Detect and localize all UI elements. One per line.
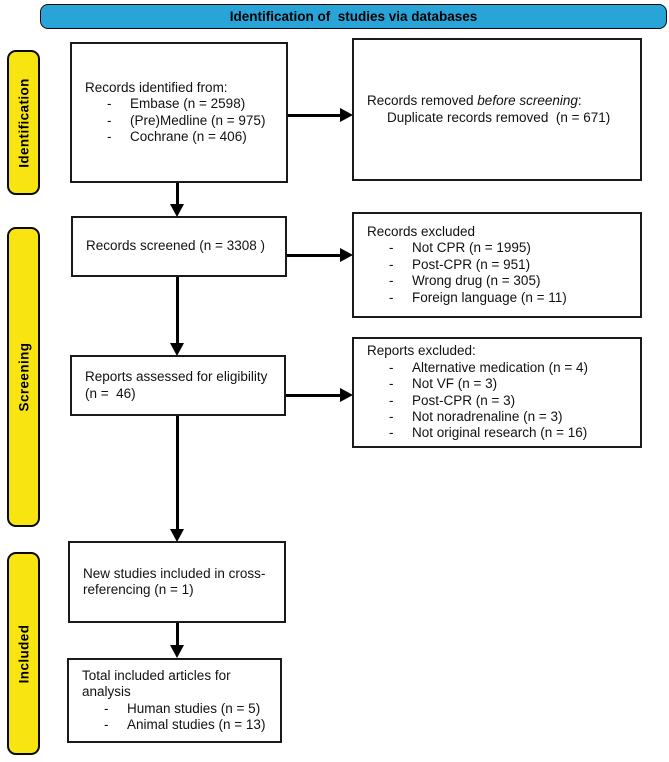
box-title: Records removed before screening: — [367, 93, 630, 109]
list-item: - Foreign language (n = 11) — [367, 290, 630, 306]
bullet: - — [107, 112, 112, 128]
arrow-assessed-to-reports-excluded — [286, 394, 340, 397]
arrow-screened-to-assessed — [176, 277, 179, 344]
header-title: Identification of studies via databases — [229, 9, 478, 24]
bullet: - — [104, 700, 109, 716]
box-records-identified: Records identified from: - Embase (n = 2… — [70, 42, 288, 183]
bullet: - — [389, 392, 394, 408]
arrow-assessed-to-new-studies — [176, 416, 179, 530]
box-title: Records screened (n = 3308 ) — [86, 238, 265, 254]
box-records-screened: Records screened (n = 3308 ) — [71, 216, 287, 277]
bullet: - — [389, 425, 394, 441]
stage-label-included-text: Included — [16, 624, 31, 683]
arrow-identified-to-screened — [176, 183, 179, 205]
bullet: - — [107, 96, 112, 112]
box-reports-excluded: Reports excluded: - Alternative medicati… — [352, 337, 642, 448]
list-item: - Not VF (n = 3) — [367, 376, 630, 392]
stage-label-screening-text: Screening — [16, 342, 31, 412]
bullet: - — [389, 408, 394, 424]
list-item-text: Not VF (n = 3) — [412, 376, 498, 392]
list-item: - Animal studies (n = 13) — [82, 717, 270, 733]
arrowhead-down-icon — [170, 529, 184, 542]
arrow-new-studies-to-total — [176, 623, 179, 646]
arrowhead-right-icon — [340, 248, 353, 262]
list-item: - Alternative medication (n = 4) — [367, 360, 630, 376]
stage-label-screening: Screening — [7, 227, 40, 527]
list-item: - Wrong drug (n = 305) — [367, 273, 630, 289]
list-item: - Post-CPR (n = 951) — [367, 257, 630, 273]
box-records-excluded: Records excluded - Not CPR (n = 1995) - … — [352, 212, 642, 318]
box-title: Total included articles for analysis — [82, 667, 235, 700]
arrow-screened-to-excluded — [287, 254, 340, 257]
box-total-included: Total included articles for analysis - H… — [67, 658, 282, 743]
list-item-text: Embase (n = 2598) — [130, 96, 246, 112]
box-title: Records identified from: — [85, 79, 228, 95]
list-item-text: (Pre)Medline (n = 975) — [130, 112, 266, 128]
title-prefix: Records removed — [367, 93, 478, 109]
arrowhead-right-icon — [340, 388, 353, 402]
title-suffix: : — [577, 93, 582, 109]
list-item-text: Post-CPR (n = 3) — [412, 392, 516, 408]
list-item-text: Alternative medication (n = 4) — [412, 359, 588, 375]
list-item-text: Foreign language (n = 11) — [412, 289, 567, 305]
box-title: Records excluded — [367, 223, 476, 239]
bullet: - — [389, 256, 394, 272]
bullet: - — [389, 376, 394, 392]
list-item: - Post-CPR (n = 3) — [367, 393, 630, 409]
list-item: - (Pre)Medline (n = 975) — [85, 113, 276, 129]
box-reports-assessed: Reports assessed for eligibility (n = 46… — [70, 355, 286, 416]
list-item: - Embase (n = 2598) — [85, 96, 276, 112]
list-item: - Cochrane (n = 406) — [85, 129, 276, 145]
header-banner: Identification of studies via databases — [40, 4, 667, 29]
bullet: - — [389, 359, 394, 375]
box-line: Duplicate records removed (n = 671) — [387, 109, 611, 125]
list-item-text: Not noradrenaline (n = 3) — [412, 408, 563, 424]
list-item-text: Cochrane (n = 406) — [130, 128, 247, 144]
list-item-text: Not CPR (n = 1995) — [412, 240, 531, 256]
list-item-text: Wrong drug (n = 305) — [412, 273, 541, 289]
bullet: - — [389, 289, 394, 305]
box-line: Reports assessed for eligibility — [85, 369, 268, 385]
title-italic: before screening — [477, 93, 578, 109]
list-item-text: Not original research (n = 16) — [412, 425, 588, 441]
list-item: - Not CPR (n = 1995) — [367, 240, 630, 256]
box-line: (n = 46) — [85, 385, 136, 401]
bullet: - — [104, 716, 109, 732]
arrowhead-down-icon — [170, 645, 184, 658]
box-new-studies: New studies included in cross-referencin… — [68, 541, 286, 623]
list-item: - Not original research (n = 16) — [367, 425, 630, 441]
arrowhead-right-icon — [340, 108, 353, 122]
bullet: - — [389, 240, 394, 256]
stage-label-identification-text: Identification — [16, 77, 31, 168]
arrowhead-down-icon — [170, 343, 184, 356]
bullet: - — [107, 128, 112, 144]
box-records-removed: Records removed before screening: Duplic… — [352, 38, 642, 181]
arrowhead-down-icon — [170, 204, 184, 217]
list-item-text: Post-CPR (n = 951) — [412, 256, 531, 272]
list-item: - Human studies (n = 5) — [82, 701, 270, 717]
box-title: New studies included in cross-referencin… — [83, 565, 266, 597]
arrow-identified-to-removed — [288, 114, 340, 117]
stage-label-included: Included — [7, 552, 40, 755]
list-item-text: Human studies (n = 5) — [127, 700, 261, 716]
stage-label-identification: Identification — [7, 50, 40, 195]
list-item: - Not noradrenaline (n = 3) — [367, 409, 630, 425]
bullet: - — [389, 273, 394, 289]
box-title: Reports excluded: — [367, 343, 476, 359]
list-item-text: Animal studies (n = 13) — [127, 716, 266, 732]
